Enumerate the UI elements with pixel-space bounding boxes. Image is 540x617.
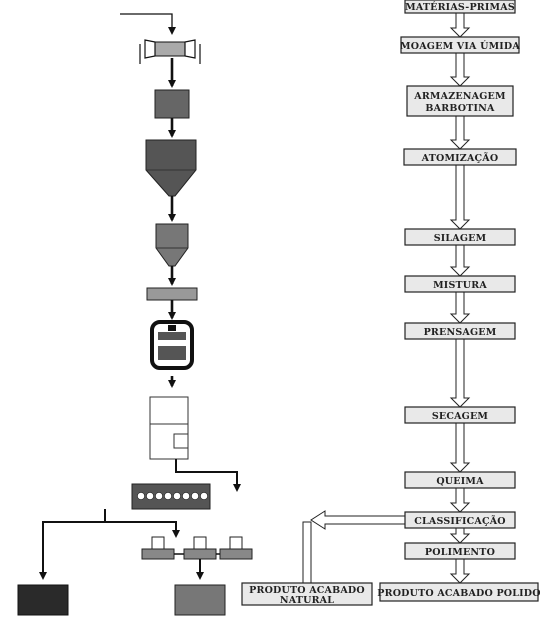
step-mistura: MISTURA	[404, 275, 516, 293]
step-polimento: POLIMENTO	[404, 542, 516, 560]
step-label: MATÉRIAS-PRIMAS	[405, 1, 515, 13]
connector-arrows	[302, 12, 471, 584]
step-label: SILAGEM	[434, 233, 487, 244]
step-label: POLIMENTO	[425, 547, 495, 558]
step-label: PRENSAGEM	[424, 327, 497, 338]
hollow-arrow	[449, 115, 471, 150]
dryer-unit	[149, 396, 189, 460]
hollow-arrow	[449, 244, 471, 277]
flowchart: MATÉRIAS-PRIMAS MOAGEM VIA ÚMIDA ARMAZEN…	[241, 0, 540, 606]
step-silagem: SILAGEM	[404, 228, 516, 246]
hollow-arrow	[449, 487, 471, 513]
hollow-arrow	[449, 338, 471, 408]
hollow-arrow-branch	[310, 510, 406, 530]
kiln-output-line	[39, 509, 106, 580]
output-natural: PRODUTO ACABADO NATURAL	[241, 582, 373, 606]
slip-tank	[145, 139, 197, 197]
output-label: NATURAL	[280, 595, 334, 606]
hollow-arrow	[449, 52, 471, 87]
step-label: CLASSIFICAÇÃO	[414, 515, 506, 527]
output-label: PRODUTO ACABADO	[249, 585, 365, 596]
spray-dryer	[155, 223, 189, 267]
step-materias-primas: MATÉRIAS-PRIMAS	[404, 0, 516, 14]
step-moagem: MOAGEM VIA ÚMIDA	[400, 36, 520, 54]
hollow-arrow	[449, 527, 471, 544]
hollow-arrow	[449, 12, 471, 38]
hollow-arrow	[449, 558, 471, 584]
natural-product-block	[17, 584, 69, 616]
press-vessel	[150, 320, 194, 370]
step-label: BARBOTINA	[425, 103, 495, 114]
hollow-arrow	[449, 164, 471, 230]
step-label: QUEIMA	[436, 476, 484, 487]
step-label: ATOMIZAÇÃO	[421, 152, 499, 164]
step-label: SECAGEM	[432, 411, 489, 422]
step-label: MISTURA	[433, 280, 487, 291]
dryer-to-kiln-line	[175, 459, 241, 492]
step-classificacao: CLASSIFICAÇÃO	[404, 511, 516, 529]
hollow-arrow	[449, 422, 471, 473]
step-label: ARMAZENAGEM	[413, 91, 506, 102]
polished-product-block	[174, 584, 226, 616]
polishing-machines	[141, 536, 253, 560]
output-label: PRODUTO ACABADO POLIDO	[377, 588, 540, 599]
step-secagem: SECAGEM	[404, 406, 516, 424]
step-armazenagem: ARMAZENAGEM BARBOTINA	[406, 85, 514, 117]
raw-material-feeder	[139, 39, 201, 64]
step-atomizacao: ATOMIZAÇÃO	[403, 148, 517, 166]
ball-mill-block	[154, 89, 190, 119]
step-label: MOAGEM VIA ÚMIDA	[400, 40, 520, 52]
kiln	[131, 483, 211, 510]
hollow-arrow	[449, 291, 471, 324]
kiln-to-polish-line	[105, 521, 180, 538]
step-prensagem: PRENSAGEM	[404, 322, 516, 340]
silo-bar	[146, 287, 198, 301]
feed-line	[120, 13, 176, 35]
output-polido: PRODUTO ACABADO POLIDO	[377, 582, 540, 602]
hollow-arrow-branch-down	[302, 521, 312, 584]
step-queima: QUEIMA	[404, 471, 516, 489]
equipment-schematic	[17, 13, 253, 616]
